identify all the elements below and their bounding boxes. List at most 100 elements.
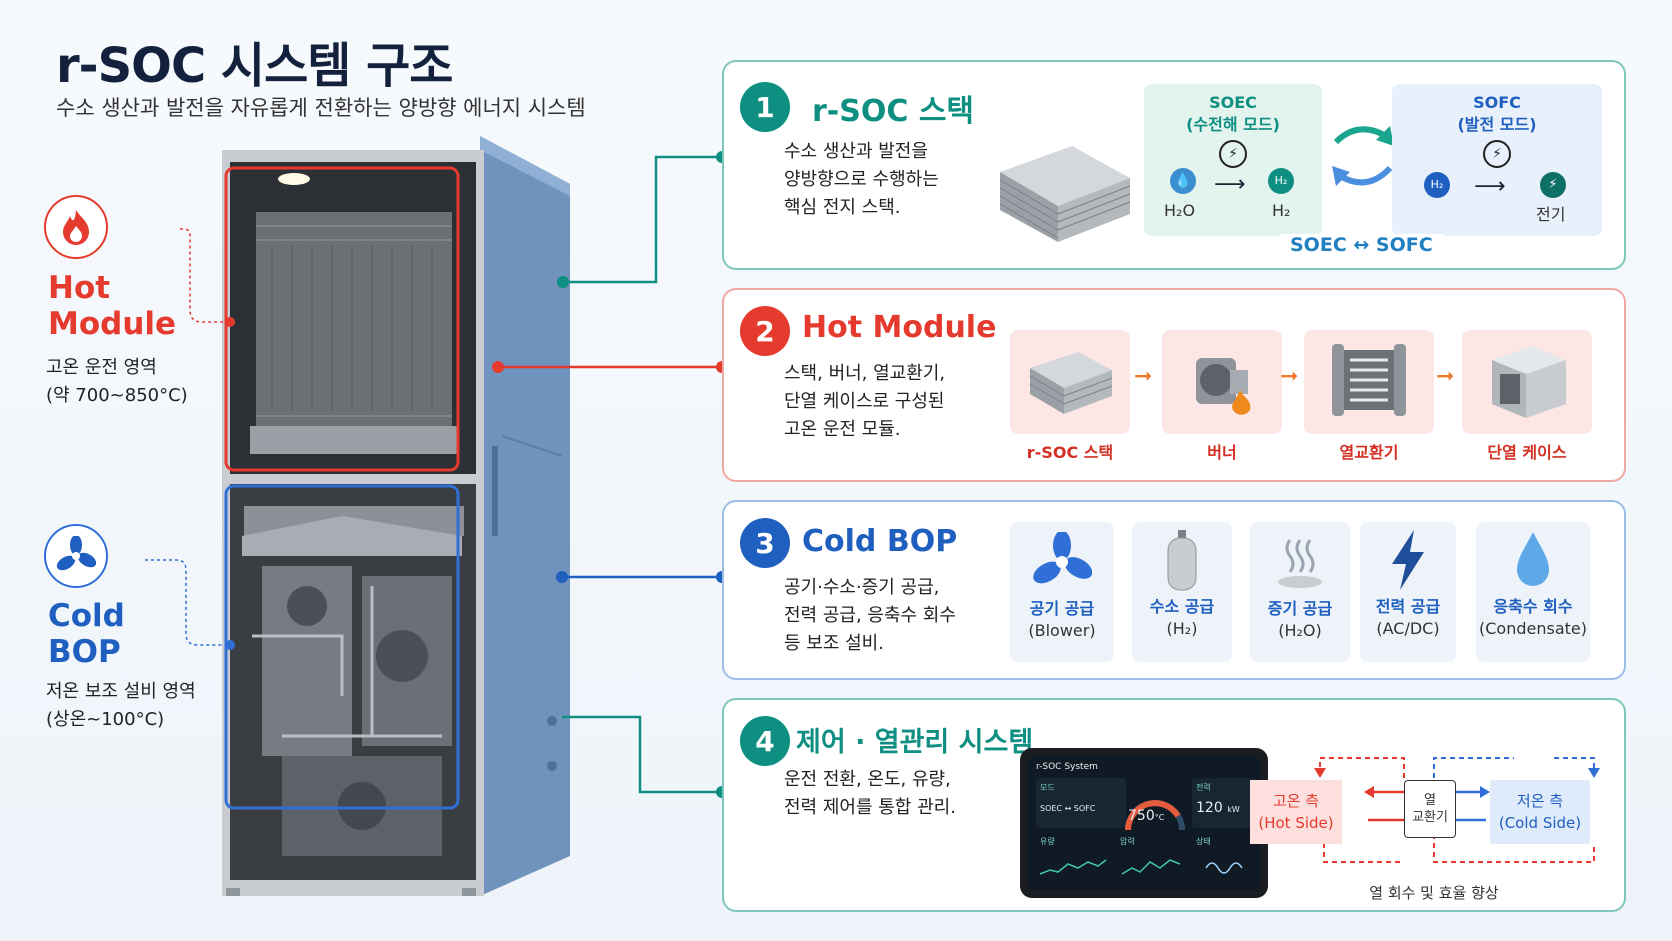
cold-item-label: 수소 공급 <box>1149 597 1215 616</box>
sofc-title: SOFC <box>1473 93 1521 112</box>
panel-4-title: 제어 · 열관리 시스템 <box>796 727 1034 758</box>
steam-icon <box>1278 539 1322 588</box>
cabinet-illustration <box>222 136 570 896</box>
hot-item-stack <box>1010 330 1130 434</box>
hot-module-temp: (약 700~850°C) <box>46 385 188 406</box>
mode-switch-label: SOEC ↔ SOFC <box>1280 234 1443 256</box>
cold-side-label: 저온 측 <box>1516 792 1564 810</box>
cold-side-box: 저온 측 (Cold Side) <box>1490 780 1590 844</box>
screen-mode-label: 모드 <box>1040 783 1055 792</box>
hydrogen-tank-icon <box>1167 530 1197 591</box>
swap-arrows-icon <box>1332 126 1394 186</box>
hot-module-desc: 고온 운전 영역 <box>46 357 157 378</box>
heat-exchanger-box: 열 교환기 <box>1404 780 1456 838</box>
screen-power-label: 전력 <box>1196 783 1211 792</box>
cold-item-hydrogen: 수소 공급 (H₂) <box>1132 522 1232 662</box>
panel-4-desc-line: 전력 제어를 통합 관리. <box>784 797 956 818</box>
cold-item-label: 전력 공급 <box>1375 597 1441 616</box>
cold-item-sub: (H₂) <box>1166 619 1198 638</box>
flame-icon <box>44 195 108 259</box>
sofc-mode-box: SOFC (발전 모드) ⚡ <box>1392 84 1602 236</box>
stack-icon <box>1029 352 1113 414</box>
panel-3-title: Cold BOP <box>802 524 958 559</box>
cold-item-sub: (Blower) <box>1028 621 1096 640</box>
hot-item-label: 단열 케이스 <box>1487 443 1567 462</box>
blower-fan-icon <box>1033 532 1092 584</box>
page-title: r-SOC 시스템 구조 <box>56 38 453 94</box>
hot-item-heat-exchanger <box>1304 330 1434 434</box>
soec-input: H₂O <box>1164 201 1196 220</box>
hot-module-name-1: Hot <box>48 270 111 306</box>
screen-pressure-label: 압력 <box>1120 837 1135 846</box>
panel-1-desc-line: 양방향으로 수행하는 <box>784 169 939 190</box>
panel-2-desc-line: 고온 운전 모듈. <box>784 419 901 440</box>
burner-icon <box>1196 358 1251 415</box>
cold-bop-desc: 저온 보조 설비 영역 <box>46 681 196 702</box>
soec-output: H₂ <box>1272 201 1291 220</box>
hot-module-name-2: Module <box>48 306 177 342</box>
screen-sparklines <box>1039 859 1243 875</box>
panel-3-number: 3 <box>740 518 790 568</box>
fan-icon <box>44 524 108 588</box>
lightning-icon: ⚡ <box>1483 140 1511 168</box>
panel-3-desc-line: 전력 공급, 응축수 회수 <box>784 605 956 626</box>
cold-item-sub: (AC/DC) <box>1376 619 1440 638</box>
cold-bop-name-2: BOP <box>48 634 121 670</box>
temperature-gauge <box>1125 800 1185 831</box>
h2-badge: H₂ <box>1424 172 1450 198</box>
panel-1-desc-line: 수소 생산과 발전을 <box>784 141 928 162</box>
panel-4-desc: 운전 전환, 온도, 유량, 전력 제어를 통합 관리. <box>784 766 1004 822</box>
heat-recovery-caption: 열 회수 및 효율 향상 <box>1369 884 1499 902</box>
panel-2-title: Hot Module <box>802 310 997 345</box>
screen-flow-label: 유량 <box>1040 837 1055 846</box>
hot-item-label: 버너 <box>1207 443 1237 462</box>
lightning-icon: ⚡ <box>1219 140 1247 168</box>
soec-title: SOEC <box>1209 93 1257 112</box>
cold-item-sub: (H₂O) <box>1278 621 1322 640</box>
hot-item-label: r-SOC 스택 <box>1026 443 1114 462</box>
panel-2-desc: 스택, 버너, 열교환기, 단열 케이스로 구성된 고온 운전 모듈. <box>784 360 984 444</box>
panel-control-thermal: 4 제어 · 열관리 시스템 운전 전환, 온도, 유량, 전력 제어를 통합 … <box>722 698 1626 912</box>
stack-image <box>999 146 1131 242</box>
panel-4-number: 4 <box>740 716 790 766</box>
hot-side-label: 고온 측 <box>1272 792 1320 810</box>
hot-side-box: 고온 측 (Hot Side) <box>1250 780 1342 844</box>
lightning-bolt-icon <box>1392 530 1424 590</box>
cold-item-label: 증기 공급 <box>1267 599 1333 618</box>
hot-side-sub: (Hot Side) <box>1258 814 1334 832</box>
insulation-case-icon <box>1492 346 1566 418</box>
panel-3-desc: 공기·수소·증기 공급, 전력 공급, 응축수 회수 등 보조 설비. <box>784 574 1004 658</box>
page-subtitle: 수소 생산과 발전을 자유롭게 전환하는 양방향 에너지 시스템 <box>56 96 586 120</box>
screen-status-label: 상태 <box>1196 837 1211 846</box>
water-drop-icon <box>1517 532 1549 586</box>
cold-item-condensate: 응축수 회수 (Condensate) <box>1476 522 1590 662</box>
panel-3-desc-line: 공기·수소·증기 공급, <box>784 577 940 598</box>
panel-hot-module: 2 Hot Module 스택, 버너, 열교환기, 단열 케이스로 구성된 고… <box>722 288 1626 482</box>
panel-1-title: r-SOC 스택 <box>812 94 975 129</box>
panel-1-number: 1 <box>740 82 790 132</box>
heat-exchanger-label-1: 열 <box>1424 793 1436 808</box>
soec-mode-box: SOEC (수전해 모드) ⚡ <box>1144 84 1322 236</box>
screen-title: r-SOC System <box>1036 762 1098 772</box>
cold-item-label: 응축수 회수 <box>1493 597 1573 616</box>
screen-temp-unit: °C <box>1154 813 1165 822</box>
panel-1-desc-line: 핵심 전지 스택. <box>784 197 901 218</box>
panel-1-desc: 수소 생산과 발전을 양방향으로 수행하는 핵심 전지 스택. <box>784 138 984 222</box>
electricity-icon: ⚡ <box>1540 172 1566 198</box>
cold-side-sub: (Cold Side) <box>1498 814 1582 832</box>
panel-2-number: 2 <box>740 306 790 356</box>
cold-bop-name-1: Cold <box>48 598 125 634</box>
screen-mode-value: SOEC ↔ SOFC <box>1040 804 1096 813</box>
panel-2-desc-line: 스택, 버너, 열교환기, <box>784 363 946 384</box>
hot-item-insulation-case <box>1462 330 1592 434</box>
soec-mode: (수전해 모드) <box>1186 115 1280 134</box>
sofc-mode: (발전 모드) <box>1457 115 1537 134</box>
cold-bop-temp: (상온~100°C) <box>46 709 165 730</box>
h2-badge: H₂ <box>1268 168 1294 194</box>
hot-item-label: 열교환기 <box>1339 443 1399 462</box>
screen-power-value: 120 <box>1196 800 1223 816</box>
cold-item-air: 공기 공급 (Blower) <box>1010 522 1114 662</box>
sofc-output: 전기 <box>1536 205 1566 224</box>
panel-rsoc-stack: 1 r-SOC 스택 수소 생산과 발전을 양방향으로 수행하는 핵심 전지 스… <box>722 60 1626 270</box>
water-drop-icon: 💧 <box>1170 168 1196 194</box>
